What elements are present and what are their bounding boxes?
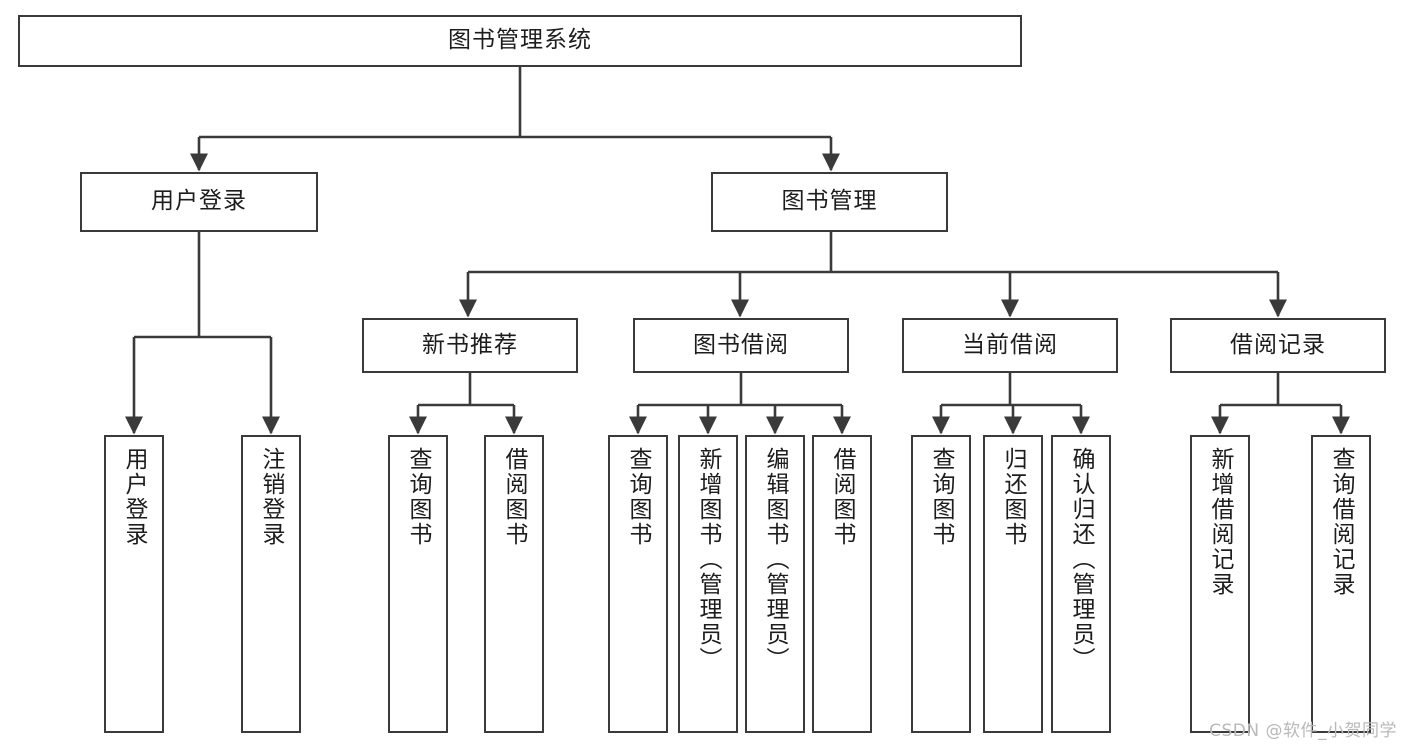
node-l-q3[interactable]: 查询图书 xyxy=(911,435,971,733)
node-l-login[interactable]: 用户登录 xyxy=(104,435,164,733)
node-l-b2[interactable]: 借阅图书 xyxy=(812,435,872,733)
node-label: 借阅图书 xyxy=(829,447,856,547)
node-label: 编辑图书（管理员） xyxy=(762,447,789,672)
node-label: 用户登录 xyxy=(121,447,148,547)
node-records[interactable]: 借阅记录 xyxy=(1170,318,1386,373)
node-l-qrec[interactable]: 查询借阅记录 xyxy=(1311,435,1371,733)
node-label: 图书管理 xyxy=(781,188,878,215)
node-l-add[interactable]: 新增图书（管理员） xyxy=(678,435,738,733)
node-l-q2[interactable]: 查询图书 xyxy=(608,435,668,733)
node-l-confirm[interactable]: 确认归还（管理员） xyxy=(1051,435,1111,733)
node-bookmgmt[interactable]: 图书管理 xyxy=(711,172,948,232)
node-label: 查询图书 xyxy=(928,447,955,547)
node-label: 新增借阅记录 xyxy=(1207,447,1234,597)
node-label: 借阅记录 xyxy=(1230,331,1326,358)
node-label: 借阅图书 xyxy=(501,447,528,547)
node-root[interactable]: 图书管理系统 xyxy=(18,15,1022,67)
node-l-q1[interactable]: 查询图书 xyxy=(388,435,448,733)
node-borrow[interactable]: 图书借阅 xyxy=(633,318,849,373)
node-l-edit[interactable]: 编辑图书（管理员） xyxy=(745,435,805,733)
node-label: 当前借阅 xyxy=(962,331,1058,358)
node-label: 图书借阅 xyxy=(693,331,789,358)
node-label: 注销登录 xyxy=(258,447,285,547)
node-l-addrec[interactable]: 新增借阅记录 xyxy=(1190,435,1250,733)
node-label: 用户登录 xyxy=(151,188,247,215)
node-label: 查询图书 xyxy=(625,447,652,547)
node-label: 新书推荐 xyxy=(422,331,518,358)
node-newbook[interactable]: 新书推荐 xyxy=(362,318,578,373)
node-login[interactable]: 用户登录 xyxy=(80,172,318,232)
csdn-watermark: CSDN @软件_小贺同学 xyxy=(1209,721,1397,741)
node-label: 确认归还（管理员） xyxy=(1068,447,1095,672)
node-l-b1[interactable]: 借阅图书 xyxy=(484,435,544,733)
node-label: 新增图书（管理员） xyxy=(695,447,722,672)
node-label: 查询借阅记录 xyxy=(1328,447,1355,597)
node-label: 查询图书 xyxy=(405,447,432,547)
node-l-return[interactable]: 归还图书 xyxy=(983,435,1043,733)
node-l-logout[interactable]: 注销登录 xyxy=(241,435,301,733)
node-label: 图书管理系统 xyxy=(448,27,592,54)
node-current[interactable]: 当前借阅 xyxy=(902,318,1118,373)
node-label: 归还图书 xyxy=(1000,447,1027,547)
